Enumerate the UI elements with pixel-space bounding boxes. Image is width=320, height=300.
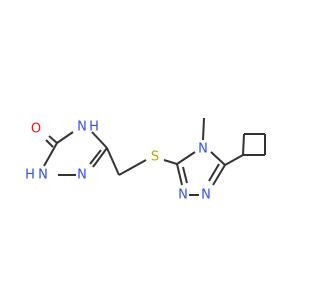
bond-c3-o-1 <box>48 135 58 144</box>
bond-c3-o-2 <box>45 139 54 148</box>
cyclobutyl-ring <box>224 133 266 166</box>
bond-n1-c3 <box>43 142 58 167</box>
bond-cb1-cb2 <box>242 133 245 156</box>
hydrogen-label-hn1: H <box>25 168 35 183</box>
triazolone-ring <box>43 131 108 176</box>
bond-na-c3prime-double <box>182 166 188 184</box>
bond-s-c3prime <box>163 159 178 165</box>
bond-c5-n2-double <box>89 149 102 165</box>
sulfur-label: S <box>151 150 159 165</box>
bond-na-c3prime <box>176 163 183 186</box>
bond-ch2-s <box>118 159 147 176</box>
bond-c5prime-nb <box>212 164 226 186</box>
nitrogen-label-b: N <box>201 188 211 203</box>
oxygen-label: O <box>31 122 41 137</box>
bond-c3prime-n4prime <box>176 151 196 165</box>
nitrogen-label-nh4: N <box>77 120 87 135</box>
bond-c5-n2 <box>92 147 108 168</box>
nitrogen-label-a: N <box>178 188 188 203</box>
hydrogen-label-nh4: H <box>89 120 99 135</box>
bond-n4-c5 <box>91 131 108 149</box>
bond-c5prime-cb1 <box>224 154 244 166</box>
bond-n4prime-c5prime <box>210 151 226 166</box>
triazole-ring <box>176 151 226 196</box>
nitrogen-label-hn1: N <box>38 168 48 183</box>
molecule-structure: O N H H N N S N N N <box>25 117 266 203</box>
bond-c3-n4 <box>56 131 74 144</box>
nitrogen-label-n2: N <box>77 168 87 183</box>
nitrogen-label-methyl: N <box>198 142 208 157</box>
bond-c5-ch2 <box>106 147 120 176</box>
bond-c5prime-nb-double <box>208 163 220 182</box>
bond-n4prime-methyl <box>202 117 205 141</box>
